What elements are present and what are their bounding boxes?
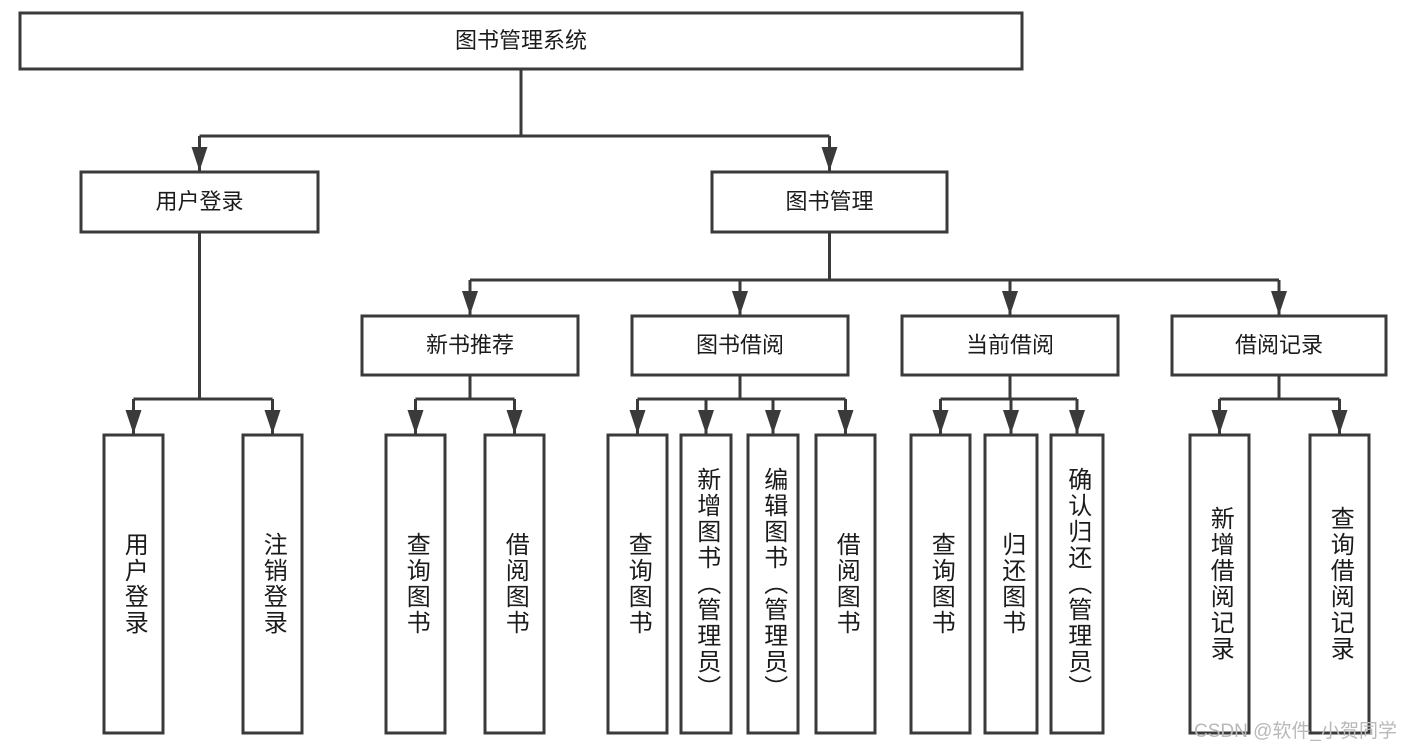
arrow-icon-new-book-rec	[462, 291, 478, 315]
arrow-icon-leaf-borrow-book-2	[837, 410, 854, 434]
node-leaf-query-record	[1308, 433, 1371, 735]
arrow-icon-leaf-edit-book	[765, 410, 781, 434]
node-leaf-borrow-book-1	[483, 433, 546, 735]
node-borrow-record	[1170, 314, 1388, 377]
node-borrow-record-label: 借阅记录	[1235, 332, 1323, 357]
node-user-login-label: 用户登录	[155, 189, 243, 214]
arrow-icon-leaf-query-book-3	[932, 410, 949, 434]
node-leaf-add-book	[679, 433, 733, 735]
node-root-label: 图书管理系统	[455, 28, 587, 53]
node-leaf-borrow-book-2	[814, 433, 877, 735]
node-book-borrow-label: 图书借阅	[696, 332, 784, 357]
node-leaf-query-book-2	[606, 433, 669, 735]
node-root	[18, 11, 1024, 71]
node-book-manage	[710, 170, 949, 234]
arrow-icon-leaf-query-book-2	[629, 410, 646, 434]
arrow-icon-leaf-query-book-1	[407, 410, 424, 434]
node-leaf-user-login	[102, 433, 165, 735]
watermark-text: CSDN @软件_小贺同学	[1194, 721, 1397, 742]
arrow-icon-leaf-add-record	[1211, 410, 1228, 434]
arrow-icon-leaf-logout	[264, 410, 281, 434]
node-leaf-add-record	[1188, 433, 1251, 735]
arrow-icon-leaf-return-book	[1003, 410, 1019, 434]
node-leaf-edit-book	[746, 433, 800, 735]
node-user-login	[79, 170, 320, 234]
arrow-icon-book-borrow	[732, 291, 748, 315]
node-book-manage-label: 图书管理	[785, 189, 873, 214]
node-leaf-query-book-3	[909, 433, 972, 735]
arrow-icon-leaf-borrow-book-1	[506, 410, 523, 434]
arrow-icon-leaf-user-login	[125, 410, 142, 434]
node-current-borrow-label: 当前借阅	[966, 332, 1054, 357]
node-leaf-return-book	[983, 433, 1039, 735]
node-book-borrow	[630, 314, 850, 377]
arrow-icon-user-login	[191, 147, 208, 171]
node-leaf-query-book-1	[384, 433, 447, 735]
node-new-book-rec-label: 新书推荐	[426, 332, 514, 357]
node-current-borrow	[900, 314, 1120, 377]
arrow-icon-leaf-query-record	[1331, 410, 1348, 434]
arrow-icon-current-borrow	[1002, 291, 1018, 315]
node-new-book-rec	[360, 314, 580, 377]
arrow-icon-leaf-add-book	[698, 410, 714, 434]
node-leaf-logout	[241, 433, 304, 735]
arrow-icon-borrow-record	[1271, 291, 1287, 315]
node-leaf-confirm-return	[1049, 433, 1105, 735]
edges-layer	[125, 69, 1348, 434]
arrow-icon-leaf-confirm-return	[1069, 410, 1085, 434]
arrow-icon-book-manage	[821, 147, 838, 171]
